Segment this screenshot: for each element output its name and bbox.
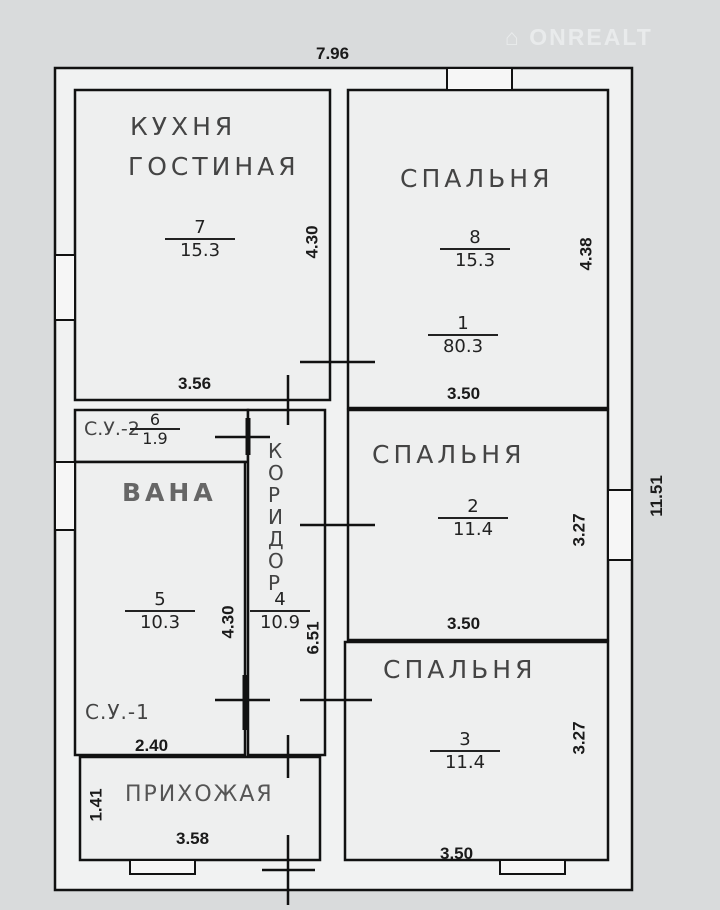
room-corridor xyxy=(246,408,327,757)
label-bedroom-1: СПАЛЬНЯ xyxy=(400,164,554,193)
dim-bedroom2-height: 3.27 xyxy=(569,513,589,547)
room-bath xyxy=(73,460,247,757)
room-hall xyxy=(78,755,322,862)
window xyxy=(446,67,513,91)
label-kitchen: КУХНЯ xyxy=(130,112,237,141)
window xyxy=(129,859,196,875)
label-hall: ПРИХОЖАЯ xyxy=(125,782,274,807)
window xyxy=(54,254,76,321)
dim-bedroom3-height: 3.27 xyxy=(569,721,589,755)
dim-bath-width: 2.40 xyxy=(135,736,169,755)
dim-bedroom1-height: 4.38 xyxy=(576,237,596,271)
label-corridor: КОРИДОР xyxy=(268,439,284,595)
room-bedroom-2 xyxy=(346,408,610,642)
dim-total-height: 11.51 xyxy=(646,475,666,517)
room-kitchen xyxy=(73,88,332,402)
label-living-room: ГОСТИНАЯ xyxy=(128,152,300,181)
label-wc-1: С.У.-1 xyxy=(85,700,150,724)
window xyxy=(499,859,566,875)
dim-bedroom3-width: 3.50 xyxy=(440,844,474,863)
dim-hall-width: 3.58 xyxy=(176,829,210,848)
window xyxy=(607,489,633,561)
label-bedroom-2: СПАЛЬНЯ xyxy=(372,440,526,469)
window xyxy=(54,461,76,531)
door-marks xyxy=(215,360,375,905)
label-bedroom-3: СПАЛЬНЯ xyxy=(383,655,537,684)
dim-kitchen-height: 4.30 xyxy=(302,225,322,259)
dim-kitchen-width: 3.56 xyxy=(178,374,212,393)
windows xyxy=(54,67,633,875)
dim-total-width: 7.96 xyxy=(316,44,350,63)
label-bath: ВАНА xyxy=(122,478,217,507)
dim-bedroom2-width: 3.50 xyxy=(447,614,481,633)
label-wc-2: С.У.-2 xyxy=(84,418,140,440)
watermark-logo: ⌂ ONREALT xyxy=(505,24,653,50)
dim-bath-height: 4.30 xyxy=(218,605,238,639)
dim-bedroom1-width: 3.50 xyxy=(447,384,481,403)
dim-hall-height: 1.41 xyxy=(86,788,106,822)
